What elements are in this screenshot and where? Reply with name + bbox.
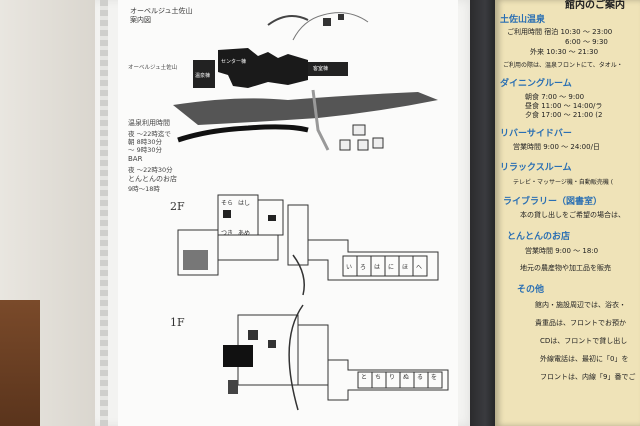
facility-guide-page: 館内のご案内 土佐山温泉 ご利用時間 宿泊 10:30 〜 23:00 6:00… [495,0,640,426]
hours-line: 〜 9時30分 [128,146,162,154]
map-title-line-1: オーベルジュ土佐山 [130,7,193,15]
section-line: テレビ・マッサージ機・自動販売機 ( [513,179,614,186]
room-he: へ [416,264,423,271]
room-ru: る [417,374,424,381]
room-ro: ろ [360,264,367,271]
room-wo: を [431,374,438,381]
section-line: ご利用時間 宿泊 10:30 〜 23:00 [507,28,613,36]
map-page: オーベルジュ土佐山 案内図 オーベルジュ土佐山 センター棟 客室棟 温泉棟 温泉… [118,0,458,426]
section-line: 昼食 11:00 〜 14:00/ラ [525,102,603,110]
section-line: 館内・施設周辺では、浴衣・ [535,301,626,309]
site-map [173,12,438,151]
floor-plan-1f [223,304,449,411]
section-line: 6:00 〜 9:30 [565,38,608,46]
section-heading: リバーサイドバー [500,129,572,139]
center-bldg-label: センター棟 [221,59,247,65]
room-ame: あめ [238,230,251,237]
section-heading: その他 [517,285,545,295]
section-line: CDは、フロントで貸し出し [540,337,628,345]
floor-plan-2f [177,194,439,296]
room-ni: に [388,264,395,271]
guest-bldg-label: 客室棟 [313,66,329,72]
room-ri: り [389,374,396,381]
floor-label-1f: 1F [170,316,185,329]
section-line: ご利用の際は、温泉フロントにて、タオル・ [503,62,623,69]
section-line: 地元の農産物や加工品を販売 [520,264,611,272]
room-chi: ち [375,374,382,381]
room-nu: ぬ [403,374,410,381]
hours-line: 温泉利用時間 [128,119,170,127]
section-line: 朝食 7:00 〜 9:00 [525,93,585,101]
section-line: 本の貸し出しをご希望の場合は、 [520,211,625,219]
hours-line: 夜 〜22時30分 [128,166,173,174]
hours-line: 朝 8時30分 [128,138,162,146]
section-line: 営業時間 9:00 〜 24:00/日 [513,143,600,151]
wood-table-edge [0,300,40,426]
hours-line: 夜 〜22時迄で [128,130,171,138]
section-heading: ライブラリー（図書室） [503,197,603,207]
section-heading: 土佐山温泉 [500,15,546,25]
sleeve-binding-edge [100,0,108,426]
section-heading: リラックスルーム [500,163,572,173]
room-hashi: はし [238,200,251,207]
room-tsuki: つき [221,230,234,237]
guide-title: 館内のご案内 [565,0,625,11]
hours-line: BAR [128,155,143,163]
room-i: い [346,264,353,271]
room-to: と [361,374,368,381]
room-ho: ほ [402,264,409,271]
hours-line: とんとんのお店 [128,175,177,183]
floor-label-2f: 2F [170,200,185,213]
section-heading: ダイニングルーム [500,79,572,89]
section-line: 外線電話は、最初に「0」を [540,355,629,363]
section-line: 外来 10:30 〜 21:30 [530,48,599,56]
section-line: フロントは、内線「9」番でご [540,373,636,381]
hot-spring-label: 温泉棟 [195,73,211,79]
section-line: 夕食 17:00 〜 21:00 (2 [525,111,603,119]
map-title-line-2: 案内図 [130,16,151,24]
section-heading: とんとんのお店 [507,232,571,242]
section-line: 貴重品は、フロントでお預か [535,319,626,327]
room-sora: そら [221,200,234,207]
hours-line: 9時〜18時 [128,185,160,193]
mini-map-title: オーベルジュ土佐山 [128,65,178,71]
section-line: 営業時間 9:00 〜 18:0 [525,247,599,255]
room-ha: は [374,264,381,271]
